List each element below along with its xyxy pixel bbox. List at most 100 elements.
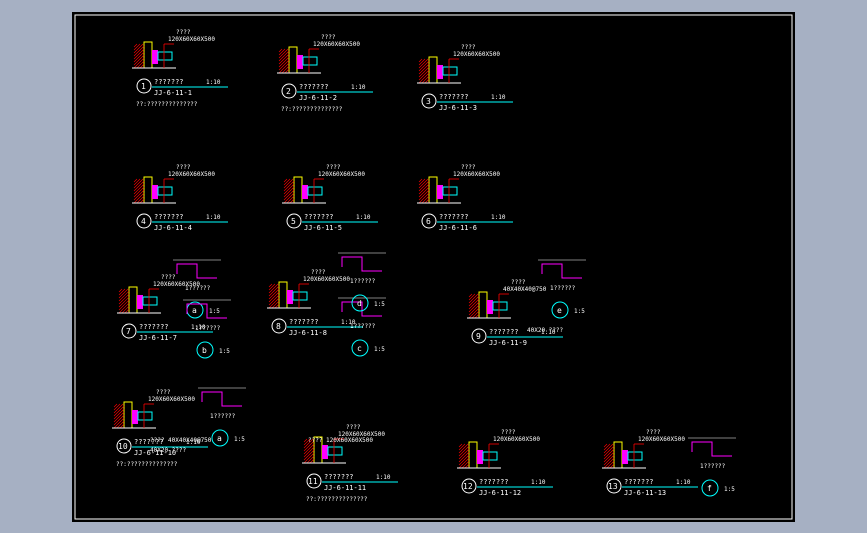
hatch-line [418, 60, 430, 72]
hatch-line [278, 50, 290, 62]
hatch-line [133, 192, 145, 204]
hatch-line [418, 58, 429, 69]
hatch-line [284, 68, 290, 74]
detail-title: ??????? [304, 213, 334, 221]
detail-title: ??????? [154, 78, 184, 86]
hatch-line [306, 455, 315, 464]
hatch-line [418, 180, 430, 192]
hatch-line [303, 440, 315, 452]
profile-outline [541, 263, 582, 279]
detail-number-circle [286, 213, 302, 229]
detail-reference: JJ-6-11-13 [624, 489, 666, 497]
hatch-line [278, 48, 289, 59]
profile-outline [341, 256, 382, 272]
detail-1: ????120X60X60X5001???????1:10JJ-6-11-1??… [132, 29, 228, 108]
callout-text-a: ???? [176, 164, 191, 171]
hatch-line [283, 186, 295, 198]
detail-scale: 1:10 [341, 319, 356, 326]
hatch-line [268, 288, 280, 300]
subdetail-label: 1?????? [550, 285, 576, 292]
hatch-line [468, 307, 480, 319]
profile-outline [201, 391, 242, 407]
callout-text-b: 40X40X40@750 [503, 286, 547, 293]
anchor-block [442, 186, 458, 196]
hatch-line [133, 189, 145, 201]
hatch-line [458, 443, 463, 448]
subdetail-circle [351, 339, 369, 357]
anchor-block [142, 296, 158, 306]
hatch-line [421, 75, 430, 84]
detail-reference: JJ-6-11-1 [154, 89, 192, 97]
hatch-line [278, 59, 290, 71]
hatch-line [468, 298, 480, 310]
hatch-line [133, 43, 141, 51]
hatch-line [458, 445, 470, 457]
anchor-block [157, 186, 173, 196]
detail-number: 4 [141, 217, 146, 226]
callout-text-b: 120X60X60X500 [313, 41, 360, 48]
hatch-line [113, 414, 125, 426]
hatch-line [274, 303, 280, 309]
hatch-line [468, 293, 479, 304]
hatch-line [418, 178, 429, 189]
hatch-line [418, 178, 423, 183]
hatch-line [133, 183, 145, 195]
steel-plate [137, 295, 143, 309]
hatch-line [113, 417, 125, 429]
hatch-line [303, 443, 315, 455]
steel-plate [487, 300, 493, 314]
detail-reference: JJ-6-11-8 [289, 329, 327, 337]
anchor-block [292, 291, 308, 301]
callout-text-b: 120X60X60X500 [493, 436, 540, 443]
hatch-line [603, 443, 611, 451]
hatch-line [136, 195, 145, 204]
detail-number: 7 [126, 327, 131, 336]
detail-number-circle [461, 478, 477, 494]
hatch-line [421, 195, 430, 204]
cad-drawing-canvas[interactable]: ????120X60X60X5001???????1:10JJ-6-11-1??… [72, 12, 795, 522]
hatch-line [118, 299, 130, 311]
detail-scale: 1:10 [351, 84, 366, 91]
hatch-line [603, 445, 615, 457]
detail-number-circle [281, 83, 297, 99]
profile-outline [341, 301, 382, 317]
hatch-line [121, 305, 130, 314]
hatch-line [133, 178, 141, 186]
subdetail-scale: 1:5 [209, 308, 220, 315]
hatch-line [418, 189, 430, 201]
hatch-line [464, 463, 470, 469]
hatch-line [418, 72, 430, 84]
hatch-line [118, 296, 130, 308]
hatch-line [133, 54, 145, 66]
detail-scale: 1:10 [676, 479, 691, 486]
subdetail-circle [551, 301, 569, 319]
hatch-line [418, 58, 426, 66]
detail-number: 13 [608, 482, 618, 491]
hatch-line [118, 288, 126, 296]
wall-member [613, 441, 623, 469]
hatch-line [283, 189, 295, 201]
hatch-line [606, 460, 615, 469]
steel-plate [622, 450, 628, 464]
subdetail-scale: 1:5 [574, 308, 585, 315]
detail-reference: JJ-6-11-10 [134, 449, 176, 457]
callout-text-a: ???? [346, 424, 361, 431]
detail-reference: JJ-6-11-9 [489, 339, 527, 347]
extra-label: 40X20 ???? [527, 327, 564, 334]
hatch-line [468, 301, 480, 313]
detail-number-circle [306, 473, 322, 489]
detail-reference: JJ-6-11-12 [479, 489, 521, 497]
subdetail-circle [701, 479, 719, 497]
detail-number: 3 [426, 97, 431, 106]
detail-title: ??????? [324, 473, 354, 481]
hatch-line [271, 300, 280, 309]
wall-member [123, 401, 133, 429]
hatch-line [113, 405, 125, 417]
hatch-line [418, 178, 426, 186]
